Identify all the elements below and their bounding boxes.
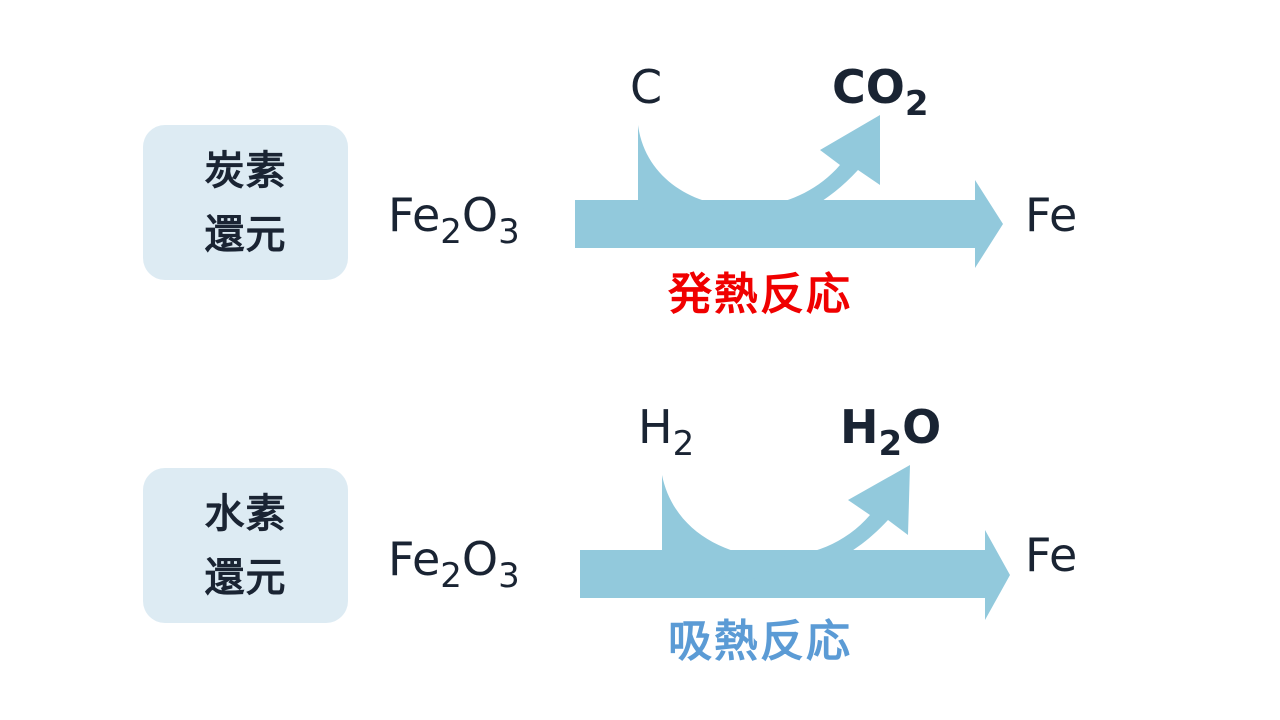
input-base: Fe — [388, 532, 441, 586]
output-formula: Fe — [1025, 528, 1077, 582]
product-sub: 2 — [904, 84, 929, 124]
method-label-line2: 還元 — [204, 554, 287, 601]
input-sub2: 3 — [498, 556, 520, 596]
reaction-label: 吸熱反応 — [668, 616, 852, 667]
reaction-arrow — [580, 465, 1010, 620]
method-badge: 水素 還元 — [143, 468, 348, 623]
output-formula: Fe — [1025, 188, 1077, 242]
output-text: Fe — [1025, 188, 1078, 242]
curved-arrow-shape — [662, 465, 910, 579]
reagent-sub: 2 — [672, 424, 695, 464]
input-mid: O — [461, 188, 499, 242]
input-sub1: 2 — [440, 212, 462, 252]
product-sub: 2 — [878, 424, 903, 464]
product-tail: O — [902, 400, 942, 454]
reaction-label: 発熱反応 — [668, 269, 852, 320]
curved-arrow-shape — [638, 115, 880, 229]
method-label-line1: 炭素 — [204, 147, 287, 194]
reaction-arrow — [575, 115, 1003, 268]
output-text: Fe — [1025, 528, 1078, 582]
product-base: CO — [832, 60, 905, 114]
reagent-formula: C — [630, 60, 662, 114]
method-badge: 炭素 還元 — [143, 125, 348, 280]
input-sub1: 2 — [440, 556, 462, 596]
input-mid: O — [461, 532, 499, 586]
input-base: Fe — [388, 188, 441, 242]
product-formula: H2O — [840, 400, 942, 461]
input-formula: Fe2O3 — [388, 532, 520, 593]
input-sub2: 3 — [498, 212, 520, 252]
method-label-line1: 水素 — [204, 490, 287, 537]
product-base: H — [840, 400, 879, 454]
reagent-base: H — [638, 400, 673, 454]
hydrogen-reduction-row: 水素 還元 Fe2O3 H2 H2O Fe 吸熱反応 — [0, 340, 1280, 667]
carbon-reduction-row: 炭素 還元 Fe2O3 C CO2 Fe 発熱反応 — [0, 0, 1280, 320]
input-formula: Fe2O3 — [388, 188, 520, 249]
reagent-formula: H2 — [638, 400, 694, 461]
method-label-line2: 還元 — [204, 211, 287, 258]
reagent-base: C — [630, 60, 663, 114]
product-formula: CO2 — [832, 60, 929, 121]
